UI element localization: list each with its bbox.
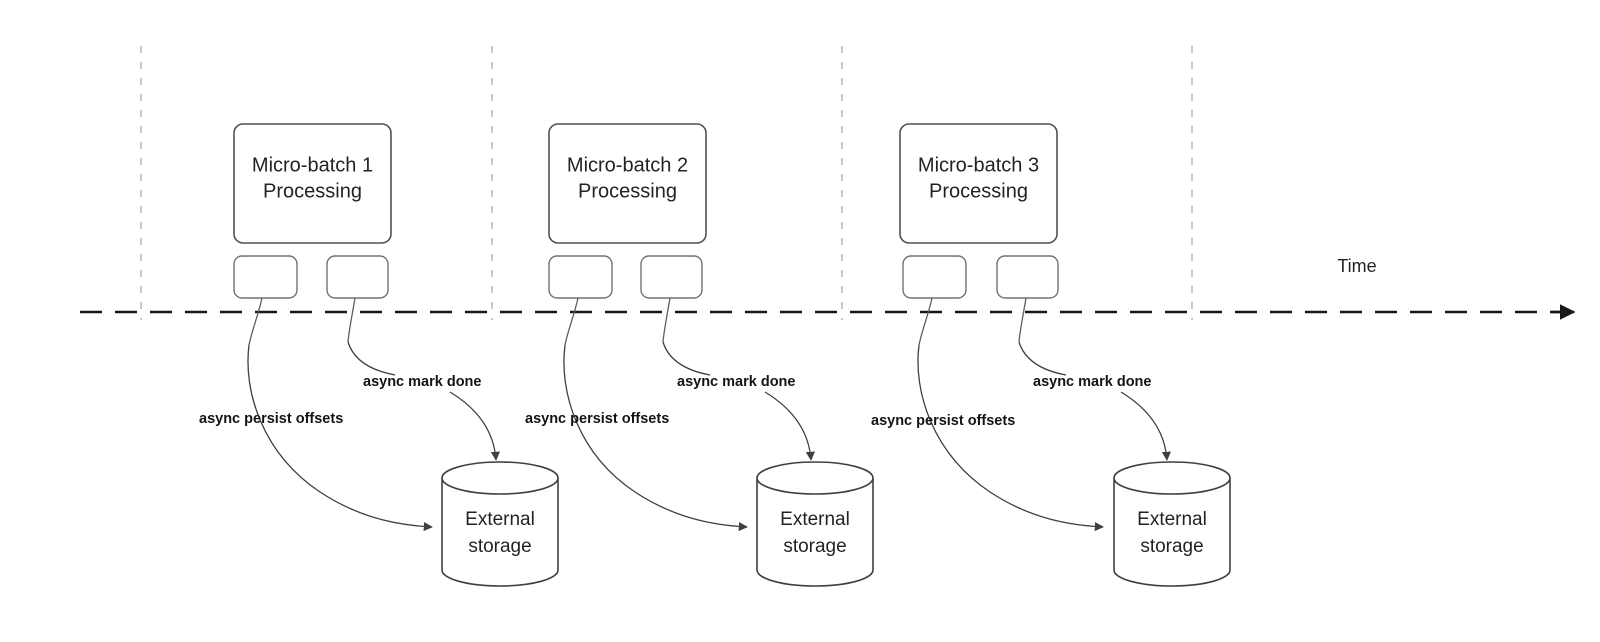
task-box-3a[interactable] bbox=[902, 255, 967, 299]
external-storage-2-label-line1: External bbox=[780, 509, 850, 530]
task-box-2a[interactable] bbox=[548, 255, 613, 299]
edge-label-async-mark-done-2: async mark done bbox=[677, 374, 795, 390]
divider-group bbox=[140, 46, 1193, 320]
edge-label-async-mark-done-1: async mark done bbox=[363, 374, 481, 390]
group-2: Micro-batch 2 Processing async persist o… bbox=[525, 123, 874, 587]
group-3: Micro-batch 3 Processing async persist o… bbox=[871, 123, 1231, 587]
task-1b-stem bbox=[347, 297, 356, 343]
external-storage-2-top bbox=[756, 461, 874, 495]
external-storage-1-top bbox=[441, 461, 559, 495]
external-storage-2[interactable]: External storage bbox=[756, 461, 874, 587]
edge-async-mark-done-3 bbox=[1018, 341, 1067, 376]
edge-label-async-persist-offsets-2: async persist offsets bbox=[525, 411, 669, 427]
external-storage-3[interactable]: External storage bbox=[1113, 461, 1231, 587]
micro-batch-3-box[interactable] bbox=[899, 123, 1058, 244]
task-3b-stem bbox=[1018, 297, 1027, 343]
external-storage-3-top bbox=[1113, 461, 1231, 495]
edge-async-persist-offsets-2 bbox=[563, 344, 748, 532]
micro-batch-1-label-line1: Micro-batch 1 bbox=[252, 154, 373, 176]
micro-batch-1-box[interactable] bbox=[233, 123, 392, 244]
external-storage-1-label-line1: External bbox=[465, 509, 535, 530]
micro-batch-1-label-line2: Processing bbox=[263, 180, 362, 202]
task-2a-stem bbox=[564, 297, 579, 346]
edge-label-async-persist-offsets-1: async persist offsets bbox=[199, 411, 343, 427]
time-axis-label: Time bbox=[1337, 256, 1376, 276]
edge-label-async-mark-done-3: async mark done bbox=[1033, 374, 1151, 390]
external-storage-3-body bbox=[1113, 478, 1231, 587]
edge-async-mark-done-2 bbox=[662, 341, 711, 376]
external-storage-2-label-line2: storage bbox=[783, 536, 846, 557]
external-storage-3-label-line2: storage bbox=[1140, 536, 1203, 557]
edge-async-mark-done-2b bbox=[764, 391, 815, 461]
external-storage-1[interactable]: External storage bbox=[441, 461, 559, 587]
edge-async-persist-offsets-1 bbox=[247, 344, 433, 532]
task-box-1b[interactable] bbox=[326, 255, 389, 299]
task-box-2b[interactable] bbox=[640, 255, 703, 299]
micro-batch-2-label-line1: Micro-batch 2 bbox=[567, 154, 688, 176]
micro-batch-3-label-line2: Processing bbox=[929, 180, 1028, 202]
task-3a-stem bbox=[918, 297, 933, 346]
edge-async-mark-done-3b bbox=[1120, 391, 1171, 461]
micro-batch-3-label-line1: Micro-batch 3 bbox=[918, 154, 1039, 176]
external-storage-2-body bbox=[756, 478, 874, 587]
edge-label-async-persist-offsets-3: async persist offsets bbox=[871, 413, 1015, 429]
edge-async-persist-offsets-3 bbox=[917, 344, 1104, 532]
task-2b-stem bbox=[662, 297, 671, 343]
task-1a-stem bbox=[248, 297, 263, 346]
external-storage-1-label-line2: storage bbox=[468, 536, 531, 557]
edge-async-mark-done-1b bbox=[449, 391, 500, 461]
edge-async-mark-done-1 bbox=[347, 341, 396, 376]
external-storage-1-body bbox=[441, 478, 559, 587]
task-box-1a[interactable] bbox=[233, 255, 298, 299]
micro-batch-2-label-line2: Processing bbox=[578, 180, 677, 202]
group-1: Micro-batch 1 Processing async persist o… bbox=[199, 123, 559, 587]
micro-batch-2-box[interactable] bbox=[548, 123, 707, 244]
task-box-3b[interactable] bbox=[996, 255, 1059, 299]
external-storage-3-label-line1: External bbox=[1137, 509, 1207, 530]
